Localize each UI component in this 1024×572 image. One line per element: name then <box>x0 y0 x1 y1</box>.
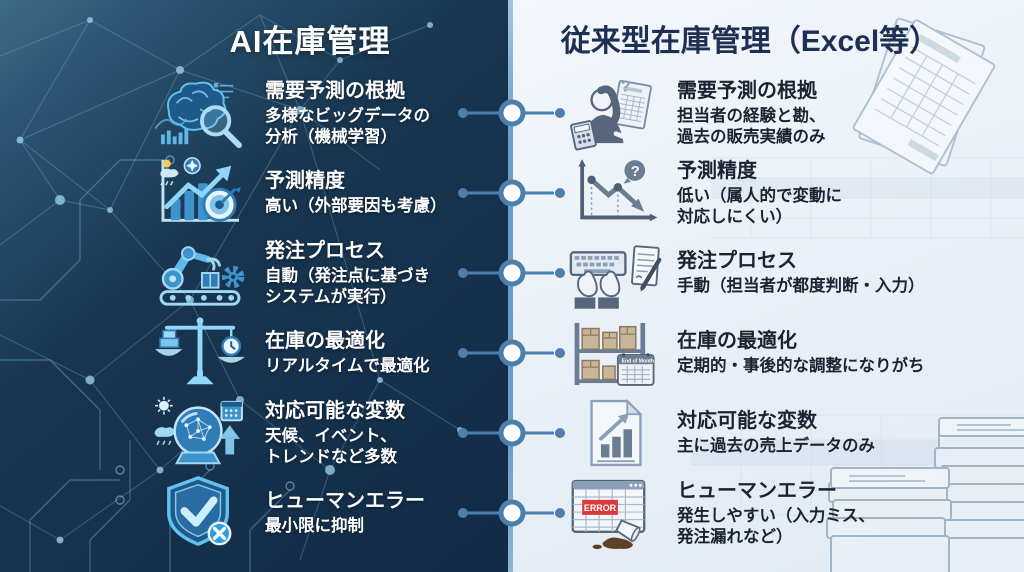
row-title: 対応可能な変数 <box>265 400 405 423</box>
calendar-label: End of Month <box>622 358 654 364</box>
row-connector <box>456 98 568 128</box>
warehouse-shelf-icon: End of Month <box>568 314 664 392</box>
row-title: 需要予測の根拠 <box>677 80 817 103</box>
row-title: ヒューマンエラー <box>265 490 425 513</box>
ai-rows: 需要予測の根拠 多様なビッグデータの 分析（機械学習） 予測精度 <box>148 73 500 553</box>
row-title: 需要予測の根拠 <box>265 80 405 103</box>
trad-row-inventory-optimization: End of Month 在庫の最適化 定期的・事後的な調整になりがち <box>568 313 1014 393</box>
left-panel-title: AI在庫管理 <box>229 24 391 59</box>
row-desc: 最小限に抑制 <box>265 517 364 536</box>
row-title: ヒューマンエラー <box>677 480 837 503</box>
balance-scale-icon <box>148 314 252 392</box>
row-desc: 自動（発注点に基づき システムが実行） <box>265 267 430 306</box>
row-connector <box>456 418 568 448</box>
row-desc: 手動（担当者が都度判断・入力） <box>677 277 925 296</box>
sales-report-icon <box>568 394 664 472</box>
robot-arm-icon <box>148 234 252 312</box>
brain-magnifier-icon <box>148 74 252 152</box>
row-title: 予測精度 <box>677 160 757 183</box>
ai-row-inventory-optimization: 在庫の最適化 リアルタイムで最適化 <box>148 313 500 393</box>
ai-row-forecast-accuracy: 予測精度 高い（外部要因も考慮） <box>148 153 500 233</box>
shield-check-icon <box>148 474 252 552</box>
trad-row-variables: 対応可能な変数 主に過去の売上データのみ <box>568 393 1014 473</box>
row-title: 発注プロセス <box>677 250 797 273</box>
spreadsheet-error-icon: ERROR <box>568 474 664 552</box>
ai-row-demand-forecast: 需要予測の根拠 多様なビッグデータの 分析（機械学習） <box>148 73 500 153</box>
svg-text:?: ? <box>631 163 640 180</box>
row-desc: 発生しやすい（入力ミス、 発注漏れなど） <box>677 507 875 546</box>
traditional-rows: ? 需要予測の根拠 担当者の経験と勘、 過去の販売実績のみ <box>568 73 1014 553</box>
row-title: 対応可能な変数 <box>677 410 817 433</box>
manual-typing-icon <box>568 234 664 312</box>
row-title: 発注プロセス <box>265 240 385 263</box>
right-panel-title: 従来型在庫管理（Excel等） <box>560 25 940 58</box>
row-desc: 担当者の経験と勘、 過去の販売実績のみ <box>677 107 826 146</box>
row-desc: リアルタイムで最適化 <box>265 357 430 376</box>
row-desc: 多様なビッグデータの 分析（機械学習） <box>265 107 430 146</box>
row-desc: 高い（外部要因も考慮） <box>265 197 447 216</box>
declining-chart-icon: ? <box>568 154 664 232</box>
crystal-ball-icon <box>148 394 252 472</box>
row-title: 在庫の最適化 <box>265 330 385 353</box>
row-connector <box>456 498 568 528</box>
row-title: 在庫の最適化 <box>677 330 797 353</box>
row-desc: 定期的・事後的な調整になりがち <box>677 357 925 376</box>
row-title: 予測精度 <box>265 170 345 193</box>
trad-row-forecast-accuracy: ? 予測精度 低い（属人的で変動に 対応しにくい） <box>568 153 1014 233</box>
trad-row-demand-forecast: ? 需要予測の根拠 担当者の経験と勘、 過去の販売実績のみ <box>568 73 1014 153</box>
chart-target-icon <box>148 154 252 232</box>
row-connector <box>456 178 568 208</box>
error-label: ERROR <box>584 503 617 513</box>
row-desc: 天候、イベント、 トレンドなど多数 <box>265 427 397 466</box>
row-connector <box>456 258 568 288</box>
svg-text:?: ? <box>621 78 631 95</box>
trad-row-human-error: ERROR ヒューマンエラー 発生しやすい（入力ミス、 発注漏れなど） <box>568 473 1014 553</box>
row-connector <box>456 338 568 368</box>
ai-row-order-process: 発注プロセス 自動（発注点に基づき システムが実行） <box>148 233 500 313</box>
trad-row-order-process: 発注プロセス 手動（担当者が都度判断・入力） <box>568 233 1014 313</box>
row-desc: 低い（属人的で変動に 対応しにくい） <box>677 187 842 226</box>
ai-row-variables: 対応可能な変数 天候、イベント、 トレンドなど多数 <box>148 393 500 473</box>
row-desc: 主に過去の売上データのみ <box>677 437 875 456</box>
confused-person-icon: ? <box>568 74 664 152</box>
ai-row-human-error: ヒューマンエラー 最小限に抑制 <box>148 473 500 553</box>
